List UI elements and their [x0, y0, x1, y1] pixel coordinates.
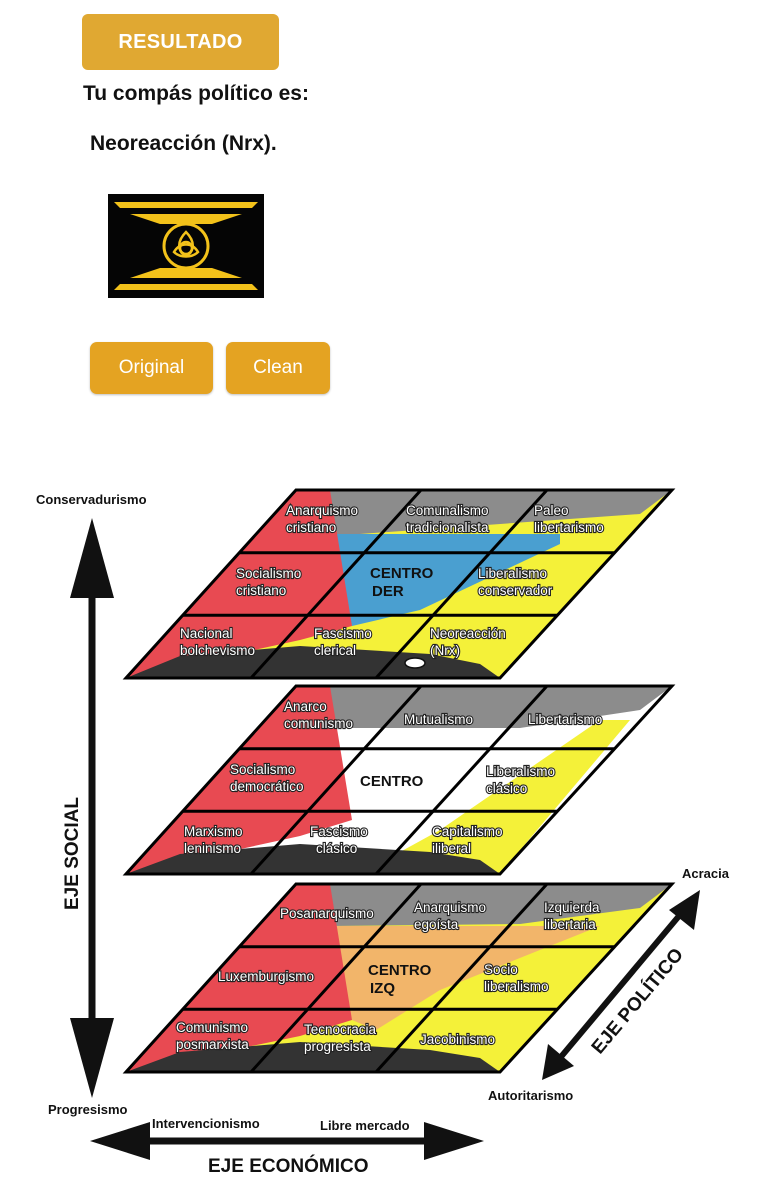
svg-text:Jacobinismo: Jacobinismo	[420, 1032, 495, 1047]
bot-cell-2: Izquierda libertaria	[543, 899, 601, 933]
political-axis-arrow	[542, 890, 700, 1080]
svg-text:Liberalismo: Liberalismo	[486, 764, 555, 779]
top-cell-0: Anarquismo cristiano	[285, 502, 359, 536]
svg-text:Socialismo: Socialismo	[236, 566, 301, 581]
svg-text:Socio: Socio	[484, 962, 518, 977]
mid-cell-8: Capitalismo iliberal	[431, 823, 504, 857]
bot-cell-3: Luxemburgismo	[217, 968, 315, 985]
svg-text:Paleo: Paleo	[534, 503, 569, 518]
svg-text:conservador: conservador	[478, 583, 553, 598]
svg-text:Mutualismo: Mutualismo	[404, 712, 473, 727]
svg-text:Marxismo: Marxismo	[184, 824, 243, 839]
svg-text:tradicionalista: tradicionalista	[406, 520, 489, 535]
svg-text:Anarquismo: Anarquismo	[286, 503, 358, 518]
svg-text:bolchevismo: bolchevismo	[180, 643, 255, 658]
svg-text:Comunismo: Comunismo	[176, 1020, 248, 1035]
svg-text:democrático: democrático	[230, 779, 304, 794]
economic-left-label: Intervencionismo	[152, 1116, 260, 1131]
svg-text:leninismo: leninismo	[184, 841, 241, 856]
top-cell-6: Nacional bolchevismo	[179, 625, 256, 659]
political-compass-diagram: Anarquismo cristiano Comunalismo tradicion…	[36, 488, 730, 1177]
mid-cell-2: Libertarismo	[527, 711, 603, 728]
original-button[interactable]: Original	[90, 342, 213, 394]
svg-text:egoísta: egoísta	[414, 917, 459, 932]
mid-cell-6: Marxismo leninismo	[183, 823, 244, 857]
svg-text:Nacional: Nacional	[180, 626, 233, 641]
mid-cell-5: Liberalismo clásico	[485, 763, 556, 797]
political-top-label: Acracia	[682, 866, 730, 881]
economic-right-label: Libre mercado	[320, 1118, 410, 1133]
social-axis-arrow	[70, 518, 114, 1098]
svg-text:Liberalismo: Liberalismo	[478, 566, 547, 581]
svg-text:CENTRO: CENTRO	[370, 565, 434, 582]
svg-text:DER: DER	[372, 583, 404, 600]
social-bottom-label: Progresismo	[48, 1102, 128, 1117]
bot-cell-6: Comunismo posmarxista	[175, 1019, 250, 1053]
svg-text:Tecnocracia: Tecnocracia	[304, 1022, 377, 1037]
social-top-label: Conservadurismo	[36, 492, 147, 507]
svg-text:Socialismo: Socialismo	[230, 762, 295, 777]
bot-cell-7: Tecnocracia progresista	[303, 1021, 378, 1055]
svg-text:Fascismo: Fascismo	[310, 824, 368, 839]
svg-text:progresista: progresista	[304, 1039, 371, 1054]
svg-text:comunismo: comunismo	[284, 716, 353, 731]
top-cell-5: Liberalismo conservador	[477, 565, 554, 599]
svg-text:clásico: clásico	[316, 841, 357, 856]
mid-cell-7: Fascismo clásico	[309, 823, 369, 857]
svg-text:Neoreacción: Neoreacción	[430, 626, 506, 641]
mid-cell-3: Socialismo democrático	[229, 761, 305, 795]
svg-text:clerical: clerical	[314, 643, 356, 658]
svg-text:Anarco: Anarco	[284, 699, 327, 714]
top-cell-3: Socialismo cristiano	[235, 565, 302, 599]
svg-text:Izquierda: Izquierda	[544, 900, 600, 915]
svg-text:liberalismo: liberalismo	[484, 979, 549, 994]
svg-text:clásico: clásico	[486, 781, 527, 796]
svg-text:IZQ: IZQ	[370, 980, 395, 997]
bot-cell-8: Jacobinismo	[419, 1031, 496, 1048]
svg-text:libertarismo: libertarismo	[534, 520, 604, 535]
svg-text:Anarquismo: Anarquismo	[414, 900, 486, 915]
social-axis-title: EJE SOCIAL	[62, 797, 83, 910]
svg-text:Comunalismo: Comunalismo	[406, 503, 489, 518]
svg-text:Fascismo: Fascismo	[314, 626, 372, 641]
svg-text:CENTRO: CENTRO	[360, 773, 424, 790]
compass-result: Neoreacción (Nrx).	[90, 132, 277, 155]
top-cell-8: Neoreacción (Nrx)	[429, 625, 507, 659]
economic-axis-arrow	[90, 1122, 484, 1160]
nrx-flag-image	[108, 194, 264, 298]
svg-text:Capitalismo: Capitalismo	[432, 824, 503, 839]
economic-axis-title: EJE ECONÓMICO	[208, 1155, 368, 1177]
political-bottom-label: Autoritarismo	[488, 1088, 573, 1103]
svg-text:iliberal: iliberal	[432, 841, 471, 856]
compass-label: Tu compás político es:	[83, 82, 309, 105]
svg-text:cristiano: cristiano	[236, 583, 286, 598]
bot-cell-5: Socio liberalismo	[483, 961, 550, 995]
svg-text:posmarxista: posmarxista	[176, 1037, 249, 1052]
top-cell-7: Fascismo clerical	[313, 625, 373, 659]
svg-text:libertaria: libertaria	[544, 917, 596, 932]
result-button[interactable]: RESULTADO	[82, 14, 279, 70]
level-top: Anarquismo cristiano Comunalismo tradicion…	[122, 488, 676, 680]
top-cell-2: Paleo libertarismo	[533, 502, 605, 536]
svg-text:Luxemburgismo: Luxemburgismo	[218, 969, 314, 984]
svg-text:(Nrx): (Nrx)	[430, 643, 460, 658]
svg-text:Libertarismo: Libertarismo	[528, 712, 602, 727]
mid-cell-4: CENTRO	[360, 773, 424, 790]
top-cell-1: Comunalismo tradicionalista	[405, 502, 490, 536]
mid-cell-1: Mutualismo	[403, 711, 474, 728]
svg-text:CENTRO: CENTRO	[368, 962, 432, 979]
svg-text:Posanarquismo: Posanarquismo	[280, 906, 374, 921]
clean-button[interactable]: Clean	[226, 342, 330, 394]
mid-cell-0: Anarco comunismo	[283, 698, 354, 732]
svg-text:cristiano: cristiano	[286, 520, 336, 535]
bot-cell-0: Posanarquismo	[279, 905, 375, 922]
bot-cell-1: Anarquismo egoísta	[413, 899, 487, 933]
level-bottom: Posanarquismo Anarquismo egoísta Izquierd…	[122, 882, 676, 1074]
